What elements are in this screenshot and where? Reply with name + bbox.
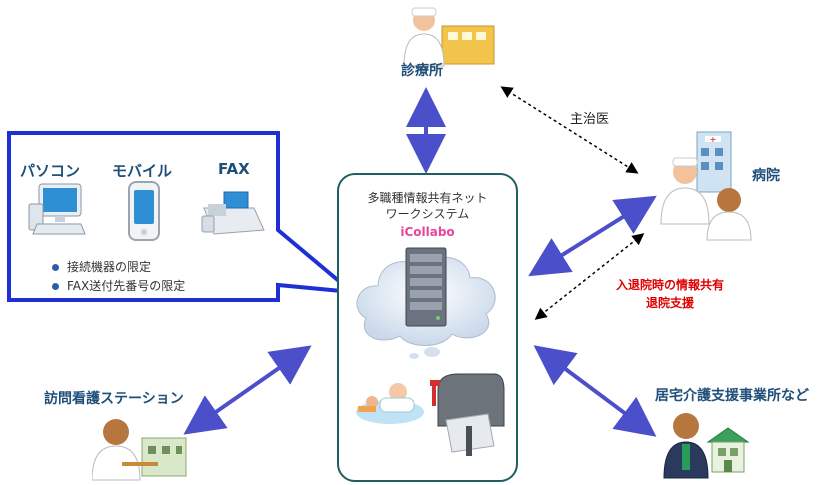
nursing-station-icon (92, 419, 187, 481)
node-care-office: 居宅介護支援事業所など (655, 388, 809, 404)
svg-text:+: + (710, 135, 717, 144)
care-scene-icon (356, 383, 424, 424)
bullet-icon (52, 264, 59, 271)
node-hospital: 病院 (752, 168, 780, 184)
mobile-phone-icon (128, 181, 160, 241)
limit-item-2: FAX送付先番号の限定 (52, 277, 185, 294)
fax-machine-icon (201, 191, 265, 235)
clinic-doctor-icon (403, 7, 495, 67)
hospital-icon: + (660, 131, 752, 241)
mailbox-icon (430, 373, 505, 456)
arrow-clinic-hospital (500, 86, 639, 174)
device-fax-label: FAX (218, 160, 250, 178)
hospital-note-line1: 入退院時の情報共有 (615, 278, 724, 292)
device-mobile-label: モバイル (112, 162, 173, 180)
node-nursing-station: 訪問看護ステーション (44, 391, 184, 407)
limit-text-2: FAX送付先番号の限定 (67, 279, 186, 293)
center-title-line1: 多職種情報共有ネット (367, 191, 488, 205)
bullet-icon (52, 283, 59, 290)
node-clinic: 診療所 (401, 63, 443, 79)
center-title-line2: ワークシステム (385, 207, 470, 221)
center-system-title: 多職種情報共有ネット ワークシステム (337, 190, 518, 222)
device-pc-label: パソコン (20, 162, 81, 180)
arrow-hospital-center-dotted (534, 233, 645, 320)
cloud-server-icon (356, 247, 496, 359)
hospital-note-line2: 退院支援 (645, 296, 694, 310)
care-office-icon (663, 413, 750, 479)
arrow-nursing-center (183, 345, 312, 435)
computer-icon (28, 183, 86, 235)
limit-item-1: 接続機器の限定 (52, 258, 151, 275)
arrow-care-center (533, 345, 657, 437)
limit-text-1: 接続機器の限定 (67, 260, 152, 274)
edge-label-primary-doctor: 主治医 (570, 112, 610, 127)
edge-label-hospital-note: 入退院時の情報共有 退院支援 (600, 276, 740, 312)
brand-name: iCollabo (400, 225, 455, 239)
